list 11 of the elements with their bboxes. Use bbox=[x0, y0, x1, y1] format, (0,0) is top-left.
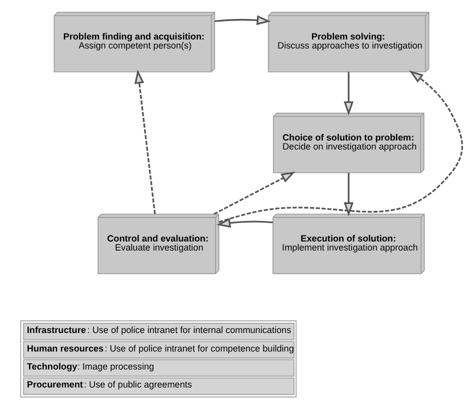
arrow bbox=[134, 69, 156, 214]
label: Technology: Image processing bbox=[26, 360, 154, 371]
arrow bbox=[218, 70, 463, 222]
label: Human resources: Use of police intranet for competence building bbox=[26, 342, 294, 353]
arrow bbox=[344, 71, 354, 115]
arrow bbox=[216, 217, 273, 228]
arrow bbox=[214, 171, 296, 214]
arrow bbox=[344, 172, 354, 216]
arrow bbox=[214, 14, 271, 25]
label: Procurement: Use of public agreements bbox=[26, 379, 192, 390]
label: Infrastructure: Use of police intranet for internal communications bbox=[26, 324, 292, 335]
